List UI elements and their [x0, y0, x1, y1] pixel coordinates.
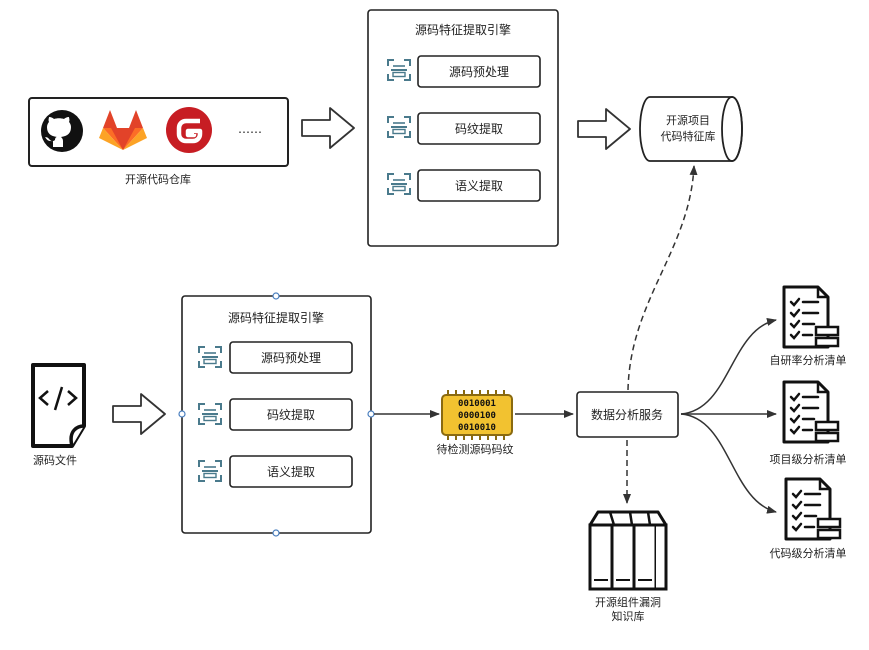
vuln-knowledge-base-icon — [588, 510, 668, 591]
bottom-step-semantic: 语义提取 — [267, 464, 315, 479]
bottom-step-fingerprint: 码纹提取 — [267, 407, 315, 422]
chip-row: 0000100 — [458, 411, 496, 421]
checklist-icon — [782, 285, 840, 349]
chip-label: 待检测源码码纹 — [437, 442, 514, 456]
top-step-semantic: 语义提取 — [455, 178, 503, 193]
chip-row: 0010010 — [458, 423, 496, 433]
top-step-box — [417, 55, 541, 88]
db-label-line1: 开源项目 — [666, 113, 710, 127]
top-step-preprocess: 源码预处理 — [449, 65, 509, 79]
hollow-arrow-top-1 — [301, 107, 355, 149]
repo-more: …… — [238, 122, 262, 136]
vuln-kb-label-line2: 知识库 — [612, 609, 645, 623]
bottom-step-box — [229, 341, 353, 374]
arrow-to-output-3 — [680, 413, 777, 514]
database-icon — [639, 96, 743, 162]
output-code-level: 代码级分析清单 — [770, 546, 847, 560]
bottom-step-box — [229, 455, 353, 488]
bottom-engine-title: 源码特征提取引擎 — [228, 310, 324, 325]
dashed-arrow-to-database — [627, 165, 698, 391]
output-project-level: 项目级分析清单 — [770, 452, 847, 466]
hollow-arrow-bottom — [112, 393, 166, 435]
github-icon — [41, 110, 83, 152]
checklist-icon — [782, 380, 840, 444]
data-analysis-service-box — [576, 391, 679, 438]
chip-row: 0010001 — [458, 399, 496, 409]
bottom-step-preprocess: 源码预处理 — [261, 351, 321, 365]
repo-label: 开源代码仓库 — [125, 172, 191, 186]
top-step-box — [417, 112, 541, 145]
data-analysis-service-label: 数据分析服务 — [591, 407, 663, 422]
output-self-dev-rate: 自研率分析清单 — [770, 353, 847, 367]
source-file-label: 源码文件 — [33, 453, 77, 467]
vuln-kb-label-line1: 开源组件漏洞 — [595, 595, 661, 609]
db-label-line2: 代码特征库 — [661, 129, 716, 143]
source-file-icon — [31, 363, 86, 448]
arrow-to-output-1 — [680, 318, 777, 415]
top-step-box — [417, 169, 541, 202]
top-engine-title: 源码特征提取引擎 — [415, 22, 511, 37]
repo-container — [28, 97, 289, 167]
binary-chip-icon: 0010001 0000100 0010010 — [441, 390, 513, 440]
gitee-icon — [166, 107, 212, 153]
top-step-fingerprint: 码纹提取 — [455, 121, 503, 136]
checklist-icon — [784, 477, 842, 541]
hollow-arrow-top-2 — [577, 108, 631, 150]
gitlab-icon — [99, 110, 147, 150]
bottom-step-box — [229, 398, 353, 431]
